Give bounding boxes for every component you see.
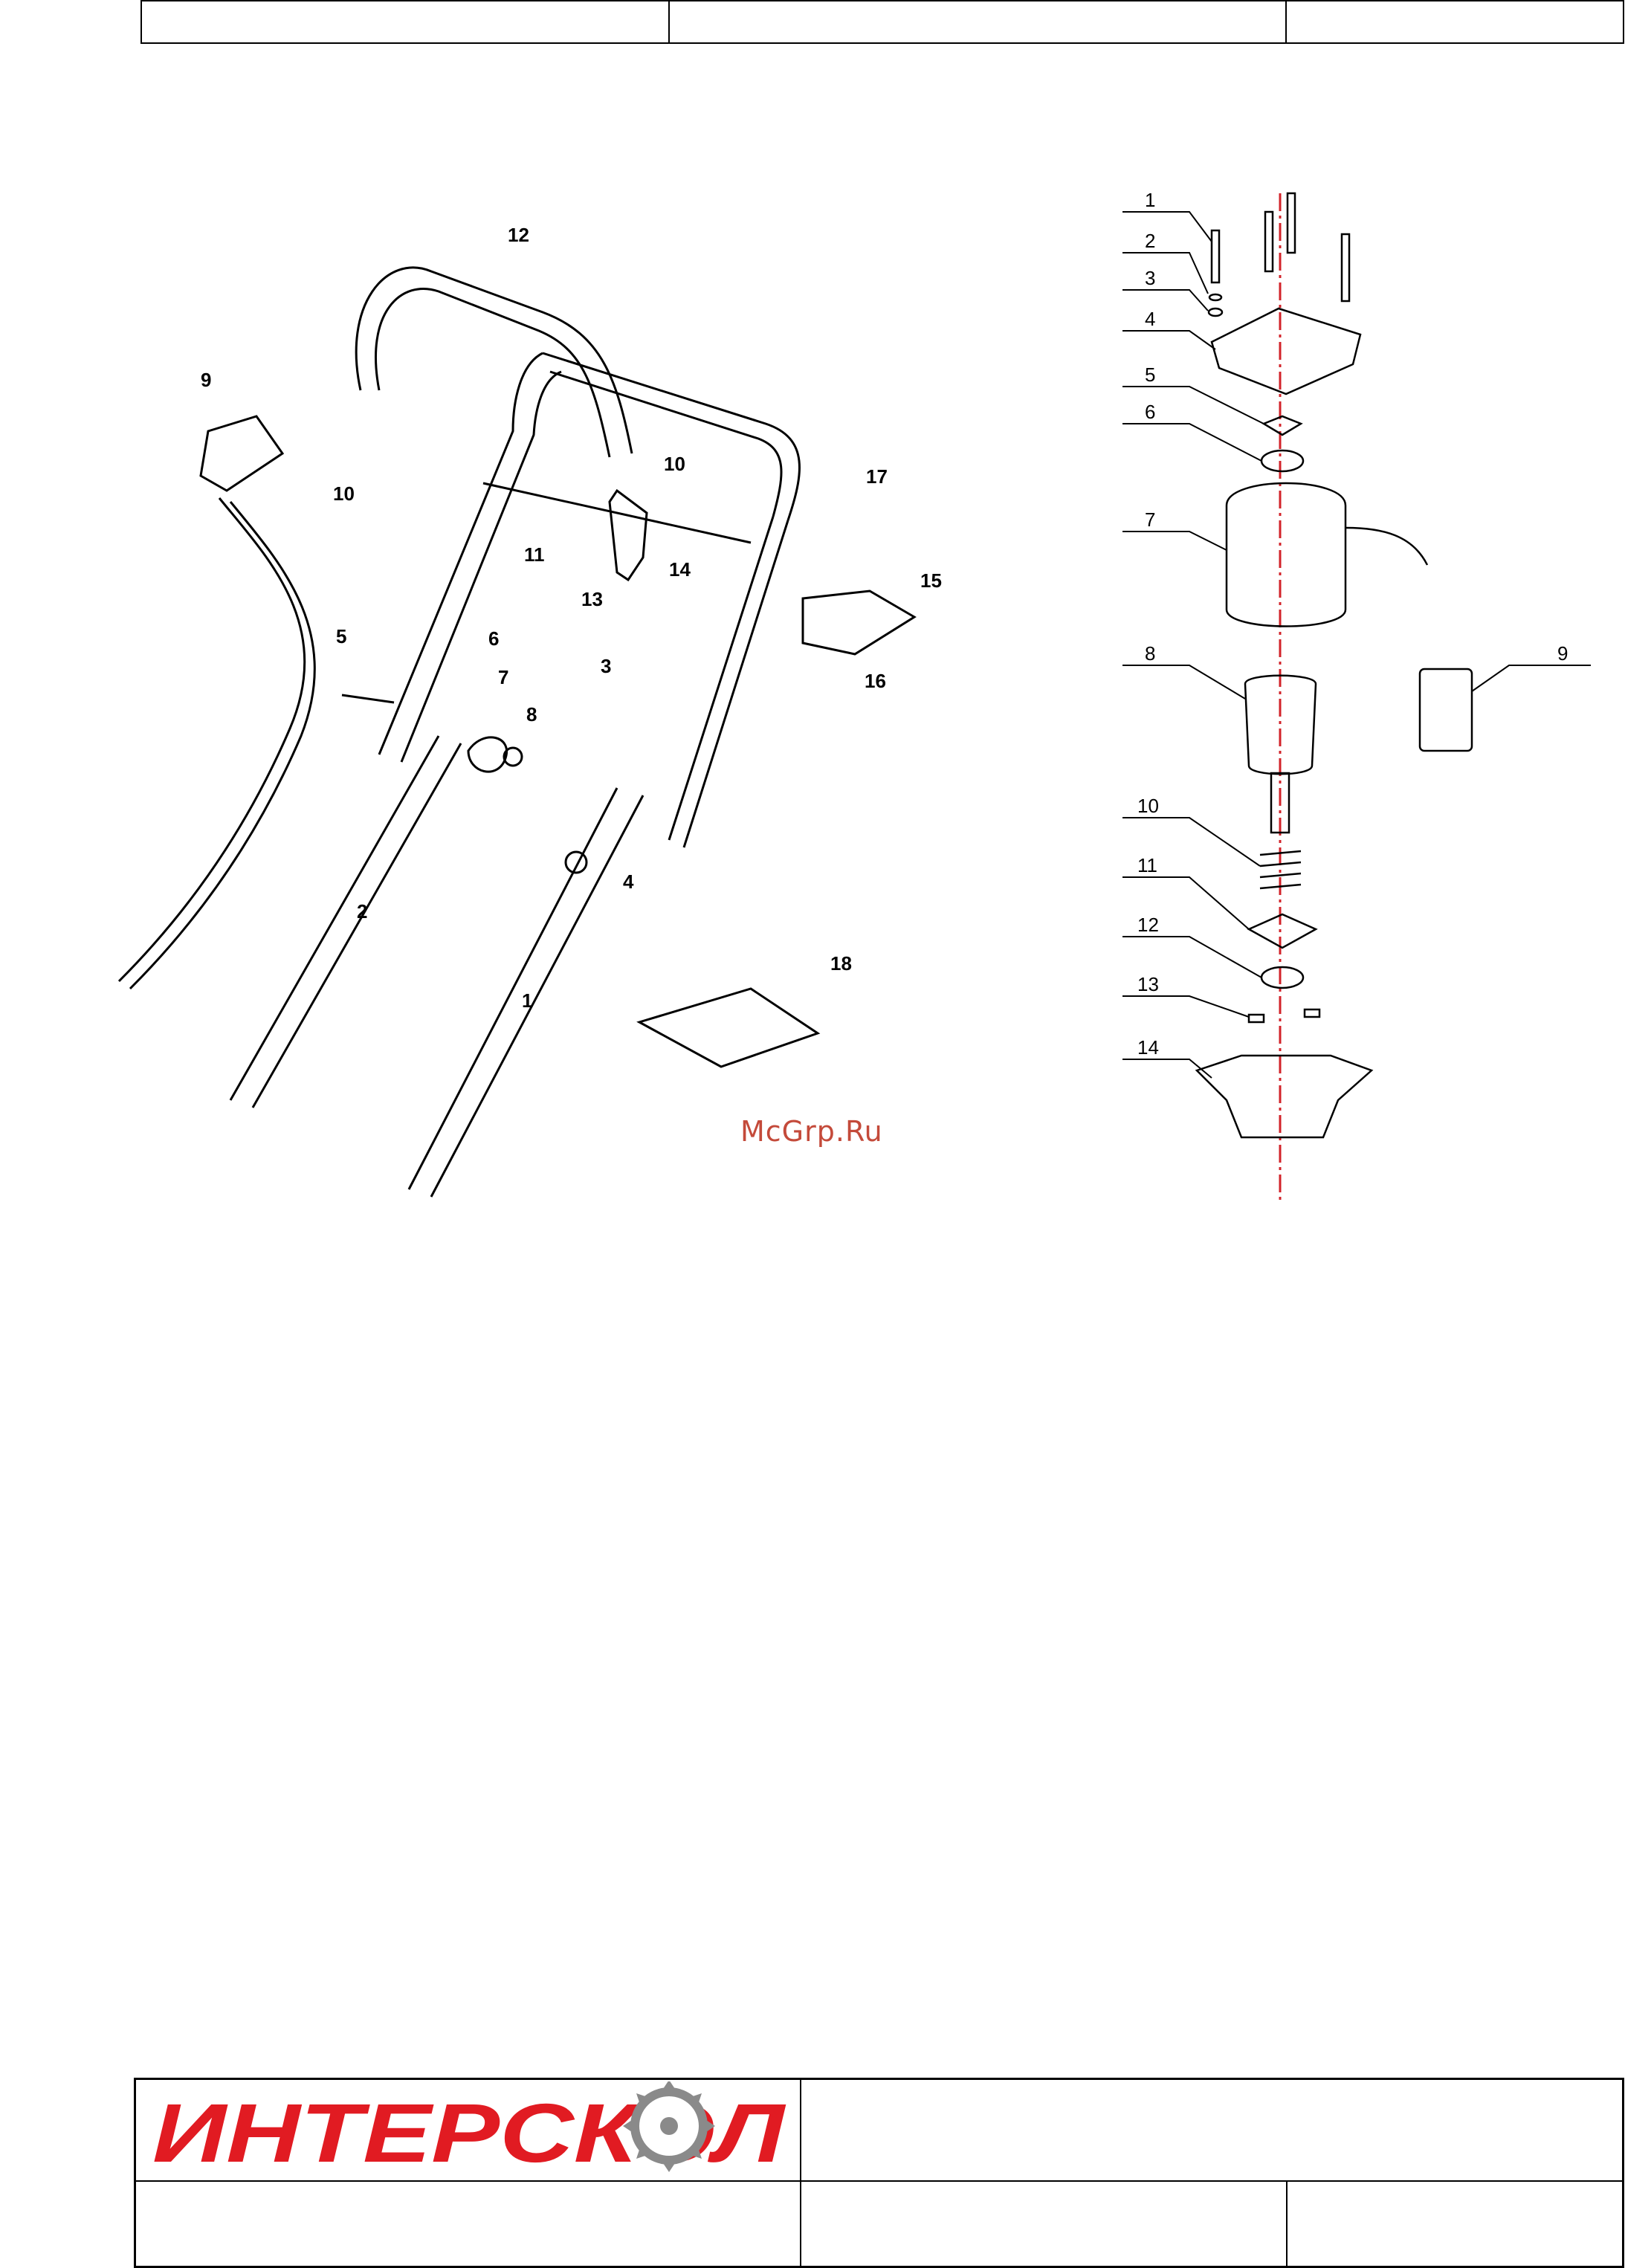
handle-assembly-diagram: 12 9 10 10 17 11 15 13 14 16 5 6 3 7 8 4… [97,208,1011,1212]
part-4-flange [1212,308,1360,394]
label-3: 3 [601,655,611,677]
part-13-lever [610,491,647,580]
label-1: 1 [522,989,532,1012]
part-11-fan [1249,914,1316,948]
part-1-tube [409,788,617,1189]
part-2-tube [230,736,439,1100]
part-1-tube-inner [431,795,643,1197]
motor-label-2: 2 [1145,230,1155,252]
part-4-spacer [566,852,587,873]
part-5-bolt [342,695,394,702]
part-18-bag [639,989,818,1067]
interskol-logo: ИНТЕРСКОЛ [145,2081,799,2178]
leader-3 [1122,290,1208,311]
motor-label-12: 12 [1137,914,1159,936]
leader-7 [1122,532,1227,550]
leader-14 [1122,1059,1212,1078]
label-13: 13 [581,588,603,610]
motor-label-11: 11 [1137,854,1157,876]
motor-label-4: 4 [1145,308,1155,330]
part-9-switch-box [201,416,282,491]
motor-label-1: 1 [1145,189,1155,211]
motor-assembly-diagram: 1 2 3 4 5 6 7 8 9 10 11 12 13 14 [1115,178,1606,1219]
label-2: 2 [357,900,367,923]
label-14: 14 [669,558,691,581]
part-7-stator [1227,483,1345,627]
part-14-housing [1197,1056,1372,1137]
cable-2 [130,502,314,989]
footer-bottom-mid [800,2180,1288,2268]
motor-label-3: 3 [1145,267,1155,289]
leader-13 [1122,996,1249,1017]
part-12-bearing [1261,967,1303,988]
motor-label-10: 10 [1137,795,1159,817]
part-7-knob [468,737,507,772]
label-5: 5 [336,625,346,647]
leader-1 [1122,212,1212,242]
label-18: 18 [830,952,852,975]
part-1-bolt-c [1288,193,1295,253]
motor-label-13: 13 [1137,973,1159,995]
cable [119,498,305,981]
part-13-key-a [1249,1015,1264,1022]
part-13-key-b [1305,1009,1319,1017]
motor-label-6: 6 [1145,401,1155,423]
label-9: 9 [201,369,211,391]
part-7-wires [1345,528,1427,565]
leader-9 [1472,665,1591,691]
frame-top-bar-inner [550,372,781,517]
leader-6 [1122,424,1261,461]
label-16: 16 [865,670,886,692]
label-15: 15 [920,569,942,592]
part-16-bracket [803,591,914,654]
part-11-tube [379,353,543,755]
label-11: 11 [524,543,545,566]
part-1-bolt-b [1265,212,1273,271]
part-1-bolt-d [1342,234,1349,301]
header-cell-1 [140,0,670,44]
part-1-bolt-a [1212,230,1219,282]
label-6: 6 [488,627,499,650]
leader-12 [1122,937,1261,978]
part-12-upper-handle [356,268,632,453]
leader-4 [1122,331,1215,349]
frame-top-bar [543,353,799,520]
header-cell-2 [668,0,1287,44]
label-10b: 10 [664,453,685,475]
part-3-tube [684,520,788,847]
label-4: 4 [623,870,634,893]
part-3-washer [1209,308,1222,316]
leader-8 [1122,665,1245,699]
part-12-upper-handle-inner [375,288,610,457]
leader-5 [1122,387,1264,424]
label-8: 8 [526,703,537,726]
motor-label-8: 8 [1145,642,1155,665]
header-cell-3 [1285,0,1624,44]
motor-label-9: 9 [1557,642,1568,665]
motor-label-14: 14 [1137,1036,1159,1059]
watermark: McGrp.Ru [740,1115,883,1148]
label-12: 12 [508,224,529,246]
part-2-tube-inner [253,743,461,1108]
part-5-plate [1264,416,1301,435]
motor-label-7: 7 [1145,508,1155,531]
footer-bottom-right [1286,2180,1624,2268]
motor-label-5: 5 [1145,364,1155,386]
part-2-washer [1209,294,1221,300]
part-6-bearing [1261,450,1303,471]
label-7: 7 [498,666,508,688]
label-10a: 10 [333,482,355,505]
label-17: 17 [866,465,888,488]
footer-bottom-left [134,2180,801,2268]
part-11-tube-inner [401,372,561,762]
leader-2 [1122,253,1208,294]
footer-title-cell [800,2078,1624,2182]
part-9-capacitor [1420,669,1472,751]
